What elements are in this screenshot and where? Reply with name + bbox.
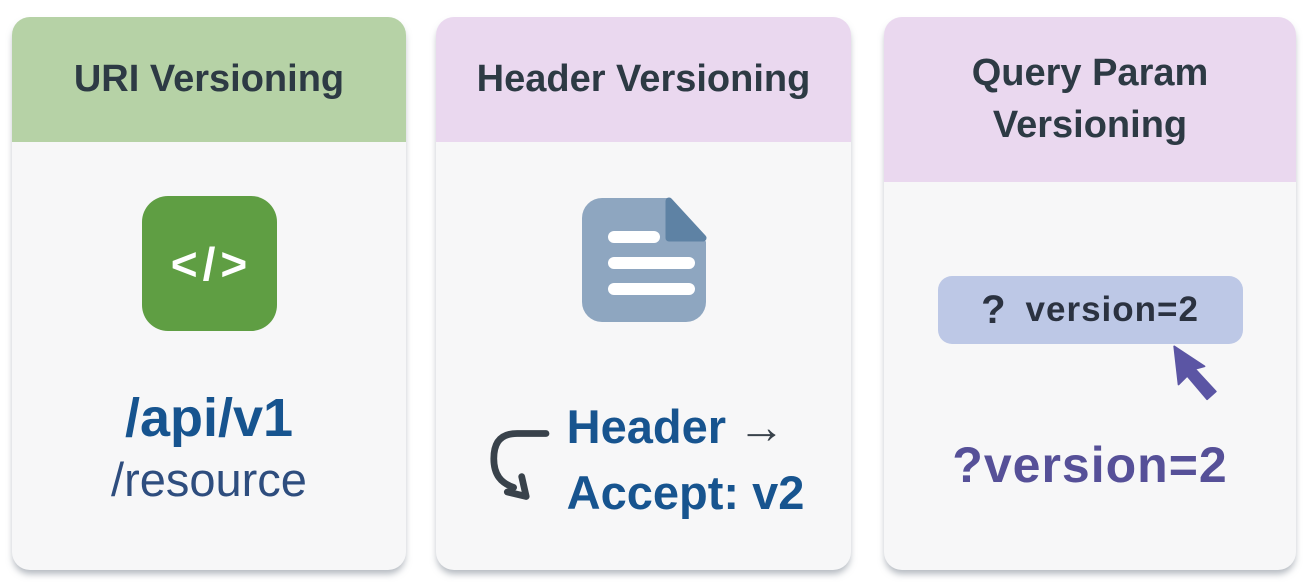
card-title-uri-versioning: URI Versioning [12, 17, 406, 142]
header-line-2: Accept: v2 [566, 465, 805, 519]
code-icon: </> [141, 196, 277, 331]
card-query-param-versioning: Query Param Versioning ? version=2 ?vers… [884, 17, 1296, 570]
card-body-uri-versioning: </> /api/v1 /resource [12, 142, 406, 570]
card-title-query-param-versioning: Query Param Versioning [884, 17, 1296, 182]
question-mark: ? [981, 287, 1006, 332]
right-arrow-icon: → [738, 400, 785, 453]
card-uri-versioning: URI Versioning </> /api/v1 /resource [12, 17, 406, 570]
query-param-badge-wrap: ? version=2 [937, 276, 1243, 401]
card-body-header-versioning: Header→ Accept: v2 [436, 142, 851, 570]
header-line-1: Header→ [567, 394, 805, 460]
query-string-caption: ?version=2 [952, 437, 1228, 493]
cursor-pointer-icon [1172, 345, 1217, 401]
version-param: version=2 [1025, 290, 1199, 329]
card-title-header-versioning: Header Versioning [436, 17, 851, 142]
header-flow-row: Header→ Accept: v2 [483, 394, 805, 526]
card-header-versioning: Header Versioning Header→ Accept: v2 [436, 17, 851, 570]
uri-path-resource: /resource [111, 453, 307, 507]
versioning-cards-row: URI Versioning </> /api/v1 /resource Hea… [12, 17, 1296, 570]
curved-redirect-arrow-icon [490, 430, 550, 501]
code-icon-glyph: </> [170, 237, 253, 290]
uri-path-versioned: /api/v1 [124, 388, 294, 448]
query-param-badge: ? version=2 [937, 276, 1243, 344]
card-body-query-param-versioning: ? version=2 ?version=2 [884, 182, 1296, 570]
header-example-lines: Header→ Accept: v2 [567, 394, 805, 526]
document-icon [581, 196, 708, 322]
header-word: Header [566, 400, 726, 453]
